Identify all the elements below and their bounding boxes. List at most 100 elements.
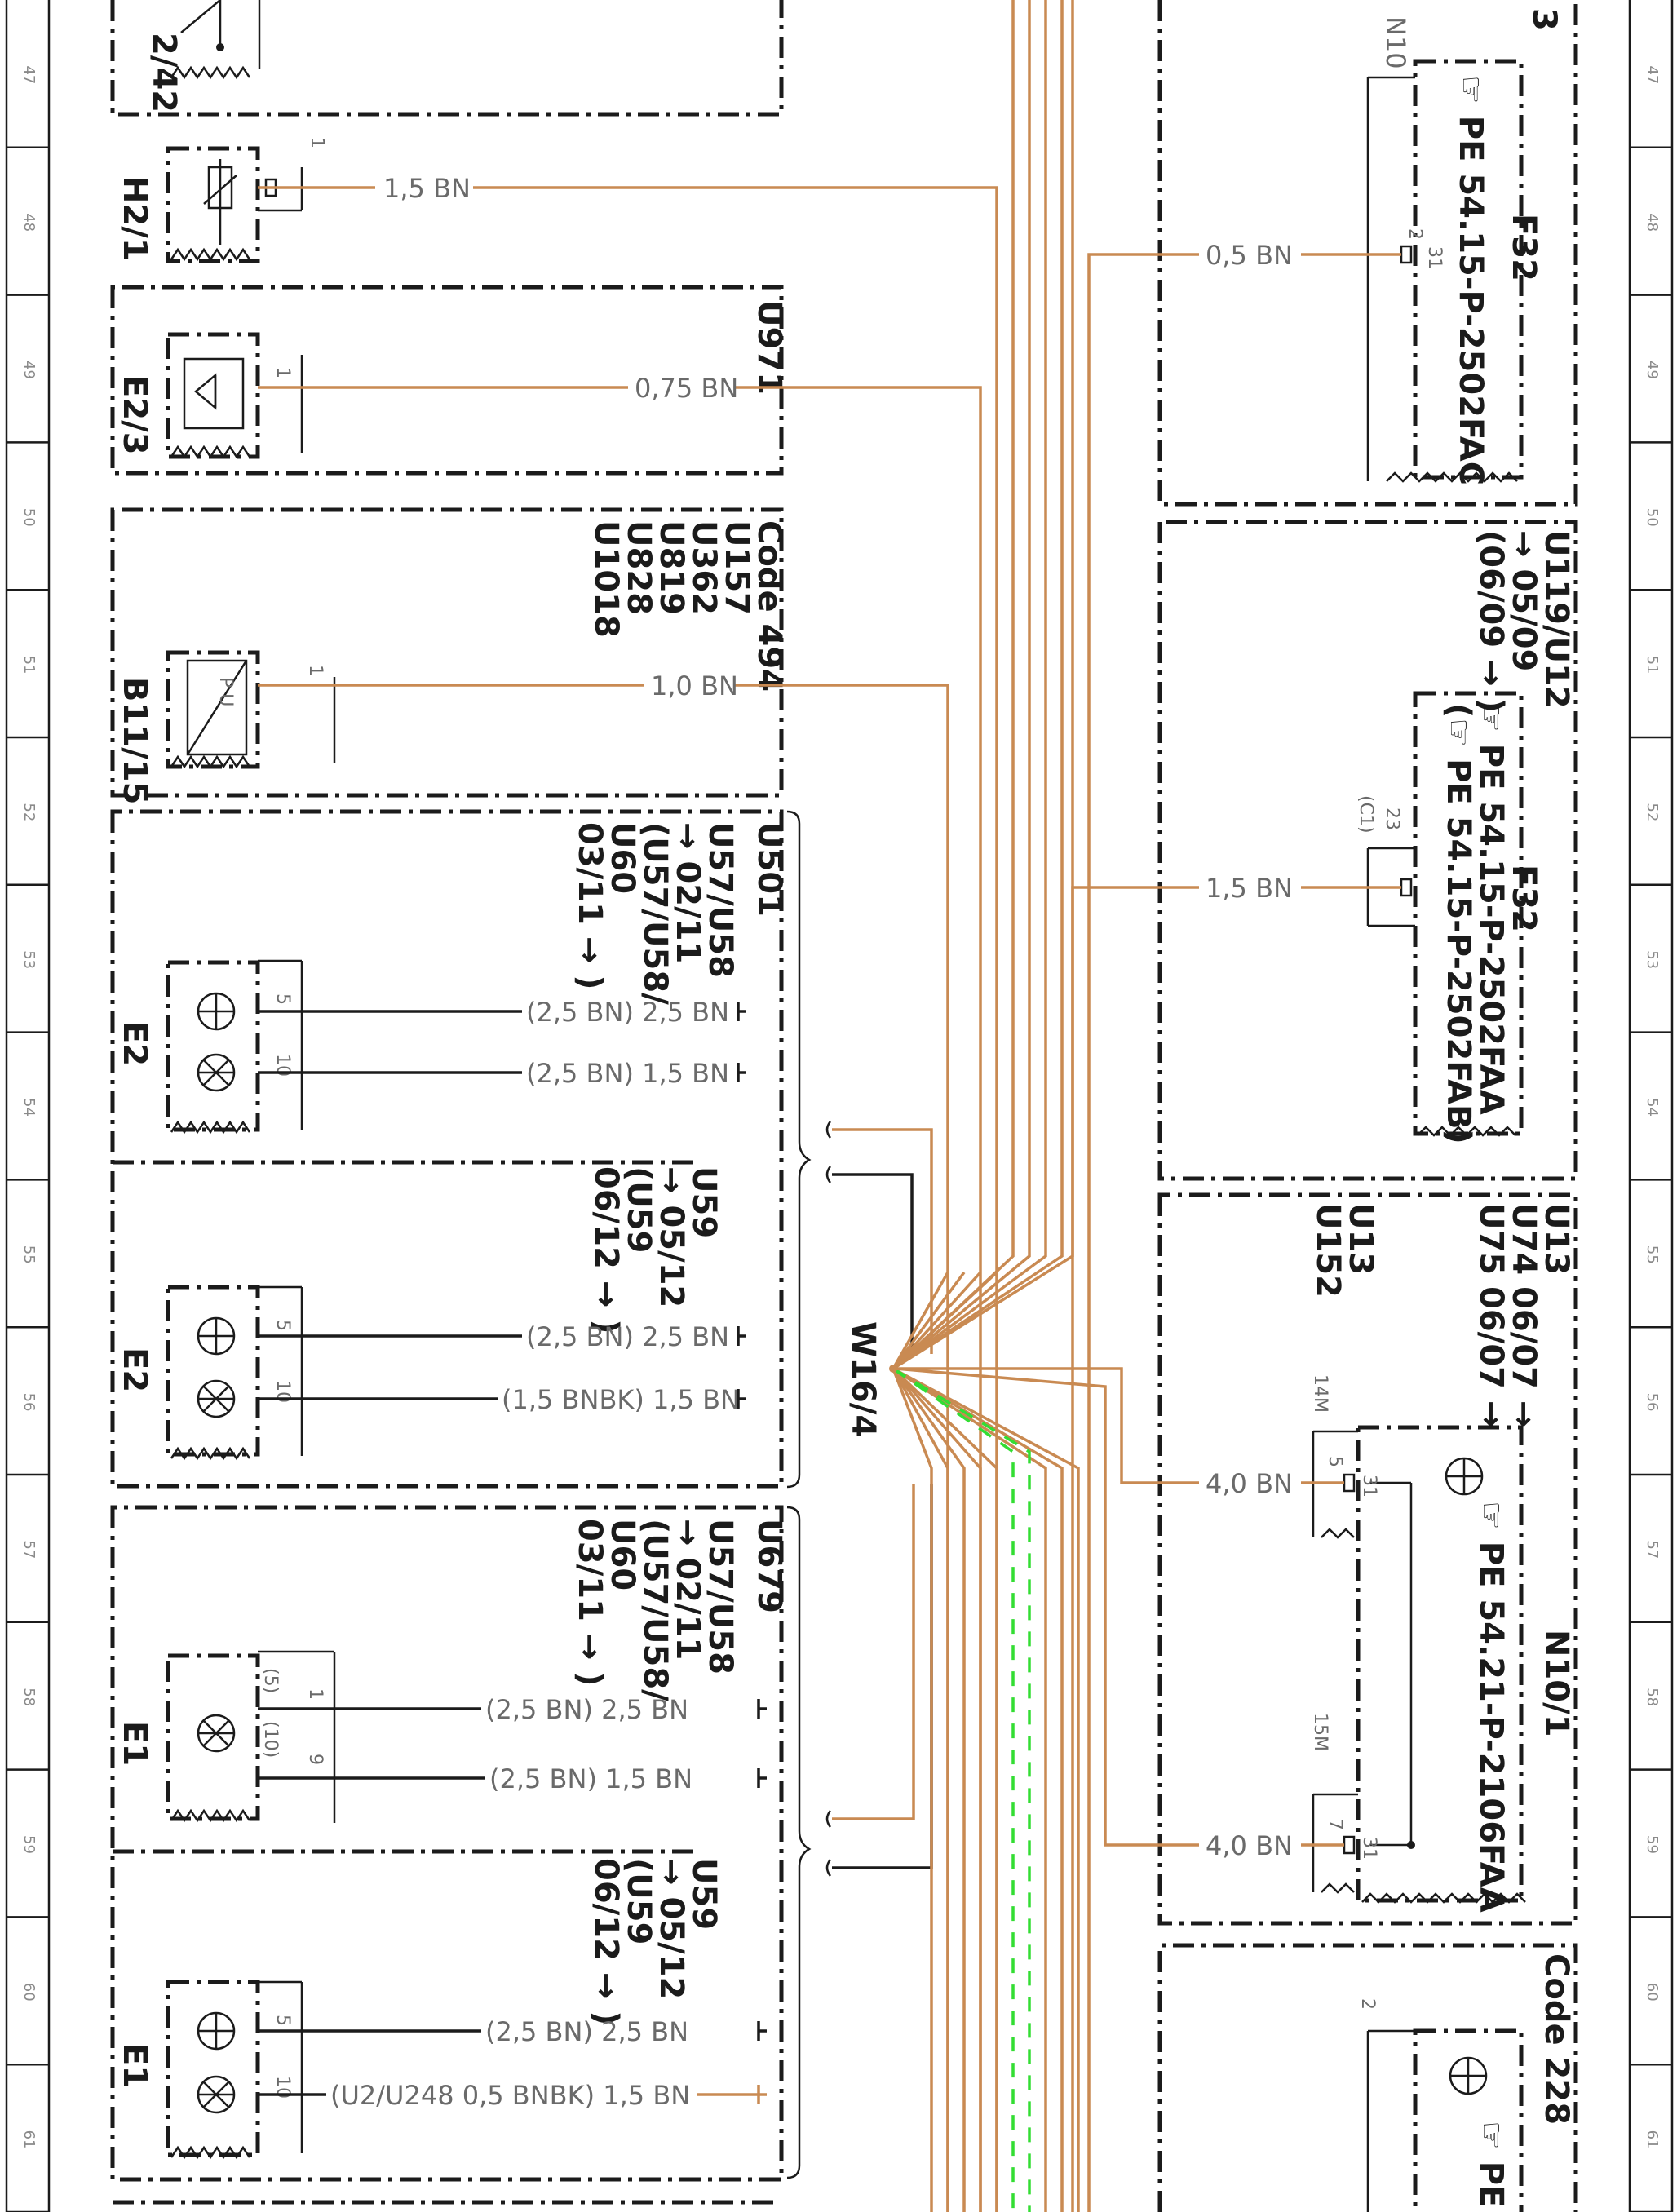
svg-text:31: 31 (1359, 1837, 1379, 1860)
component-E2-lower[interactable]: E2 5 10 (116, 1285, 303, 1461)
row-number: 60 (20, 1983, 38, 2002)
wire-label-N10-pin7: 4,0 BN (1206, 1830, 1293, 1861)
bundle-wire-green (892, 1367, 1031, 2212)
component-E1-upper[interactable]: E1 (5) 1 (10) 9 (116, 1650, 336, 1823)
svg-text:U828: U828 (620, 520, 657, 615)
bundle-wire (892, 1367, 998, 2212)
svg-text:2: 2 (1357, 1998, 1378, 2010)
row-number: 51 (20, 656, 38, 675)
svg-text:→ 02/11: → 02/11 (669, 822, 706, 963)
bundle-connectors (825, 1121, 933, 1877)
svg-text:U157: U157 (718, 520, 755, 615)
svg-text:U1018: U1018 (587, 520, 625, 638)
wire-label-E2-pin5: (2,5 BN) 2,5 BN (526, 1321, 729, 1352)
row-number: 50 (20, 508, 38, 527)
row-number: 54 (20, 1098, 38, 1117)
row-number: 54 (1644, 1098, 1661, 1117)
svg-text:→ 05/12: → 05/12 (653, 1166, 690, 1307)
doc-reference-alt: (☞ PE 54.15-P-2502FAB) (1440, 703, 1477, 1144)
connector-marks (737, 1002, 767, 2104)
wire-label-E1-pin1: (2,5 BN) 2,5 BN (485, 1694, 688, 1725)
component-E2-upper[interactable]: E2 5 10 (116, 959, 303, 1135)
component-B11-15[interactable]: P U B11/15 1 Code 494 U157 U362 U819 U82… (116, 520, 788, 804)
row-number: 57 (20, 1540, 38, 1559)
component-F32-2502FAC[interactable]: 2 31 F32 ☞ PE 54.15-P-2502FAC 3 N10 (1366, 8, 1563, 485)
svg-text:5: 5 (272, 1320, 293, 1331)
bundle-wire (892, 0, 1047, 1370)
svg-text:14M: 14M (1310, 1374, 1330, 1413)
component-E2-3[interactable]: E2/3 1 U971 (116, 300, 788, 459)
component-id-E2-3: E2/3 (116, 375, 153, 455)
wire-label-E1-pin10: (U2/U248 0,5 BNBK) 1,5 BN (330, 2080, 690, 2111)
svg-text:06/12 → ): 06/12 → ) (587, 1858, 625, 2026)
svg-text:U119/U12: U119/U12 (1538, 530, 1575, 709)
row-number: 61 (1644, 2130, 1661, 2149)
bundle-wire (892, 1367, 966, 2212)
row-number: 53 (20, 950, 38, 969)
bundle-wire (892, 0, 1031, 1370)
code-list-U679: U679 U57/U58 → 02/11 (U57/U58/ U60 03/11… (571, 1519, 788, 1701)
svg-text:1: 1 (305, 1688, 325, 1700)
svg-text:U59: U59 (685, 1166, 723, 1238)
row-number: 47 (1644, 65, 1661, 84)
row-number: 58 (1644, 1688, 1661, 1706)
code-list-U59-b: U59 → 05/12 (U59 06/12 → ) (587, 1858, 723, 2026)
svg-text:→ 05/12: → 05/12 (653, 1858, 690, 1999)
component-id-F32: F32 (1505, 214, 1542, 281)
component-F32-2502FAA[interactable]: 23 (C1) F32 ☞ PE 54.15-P-2502FAA (☞ PE 5… (1356, 691, 1542, 1144)
wires-right (895, 253, 1401, 2212)
bundle-wire (892, 1367, 1080, 2212)
svg-text:U679: U679 (750, 1519, 788, 1613)
frame-code-228 (1157, 1943, 1578, 2212)
svg-text:(10): (10) (260, 1721, 281, 1758)
frame-U119-U12 (1157, 520, 1578, 1181)
component-E1-lower[interactable]: E1 5 10 (116, 1980, 303, 2160)
splice-W16-4[interactable]: W16/4 (844, 1321, 897, 1437)
svg-text:03/11 → ): 03/11 → ) (571, 822, 608, 990)
frame-U679 (110, 1505, 812, 2205)
svg-text:3: 3 (1525, 8, 1563, 31)
svg-text:(U57/U58/: (U57/U58/ (636, 822, 674, 1005)
component-H2-1[interactable]: H2/1 1 (116, 137, 327, 263)
svg-text:5: 5 (1325, 1456, 1345, 1467)
svg-text:(U57/U58/: (U57/U58/ (636, 1519, 674, 1701)
svg-text:(U59: (U59 (620, 1858, 657, 1944)
frame-U971 (110, 285, 784, 476)
row-number: 51 (1644, 656, 1661, 675)
svg-text:→ 05/09: → 05/09 (1505, 530, 1542, 671)
row-number: 48 (1644, 213, 1661, 232)
code-list-N10-1: U13 U74 06/07 → U75 06/07 → U13 U152 (1309, 1203, 1575, 1427)
svg-text:7: 7 (1325, 1819, 1345, 1830)
doc-reference: ☞ PE 54.15-P-2502FAC (1452, 75, 1489, 485)
left-row-ruler (5, 0, 51, 2212)
svg-text:U13: U13 (1538, 1203, 1575, 1275)
code-label: Code 228 (1538, 1953, 1575, 2125)
svg-text:U362: U362 (685, 520, 723, 615)
svg-text:Code 494: Code 494 (750, 520, 788, 692)
svg-text:N10: N10 (1380, 16, 1411, 69)
svg-text:U57/U58: U57/U58 (701, 822, 739, 978)
bundle-wire (892, 1367, 982, 2212)
svg-text:U75 06/07 →: U75 06/07 → (1472, 1203, 1510, 1427)
row-number: 55 (1644, 1245, 1661, 1264)
bundle-wire (892, 0, 1064, 1370)
pin-number: 1 (272, 367, 293, 378)
code-list-U119: U119/U12 → 05/09 (06/09 → ) (1472, 530, 1575, 713)
component-N10-1[interactable]: 14M 5 31 15M 7 31 N10/1 ☞ PE 54.21-P-210… (1310, 1374, 1575, 1913)
component-id-E1: E1 (116, 2043, 153, 2088)
component-code-228[interactable]: Code 228 ☞ PE 2 (1357, 1953, 1575, 2212)
svg-text:(U59: (U59 (620, 1166, 657, 1253)
svg-text:U60: U60 (604, 1519, 641, 1590)
svg-text:U59: U59 (685, 1858, 723, 1930)
wire-label-B11-15: 1,0 BN (651, 670, 738, 701)
row-number: 49 (1644, 361, 1661, 379)
svg-text:03/11 → ): 03/11 → ) (571, 1519, 608, 1687)
row-number: 57 (1644, 1540, 1661, 1559)
svg-text:15M: 15M (1310, 1713, 1330, 1751)
svg-text:(06/09 → ): (06/09 → ) (1472, 530, 1510, 713)
code-list-U501: U501 U57/U58 → 02/11 (U57/U58/ U60 03/11… (571, 822, 788, 1005)
row-number: 52 (20, 803, 38, 821)
code-list-U59-a: U59 → 05/12 (U59 06/12 → ) (587, 1166, 723, 1334)
bundle-wire (892, 1368, 933, 2212)
frame-2-42: 2/42 (110, 0, 784, 117)
